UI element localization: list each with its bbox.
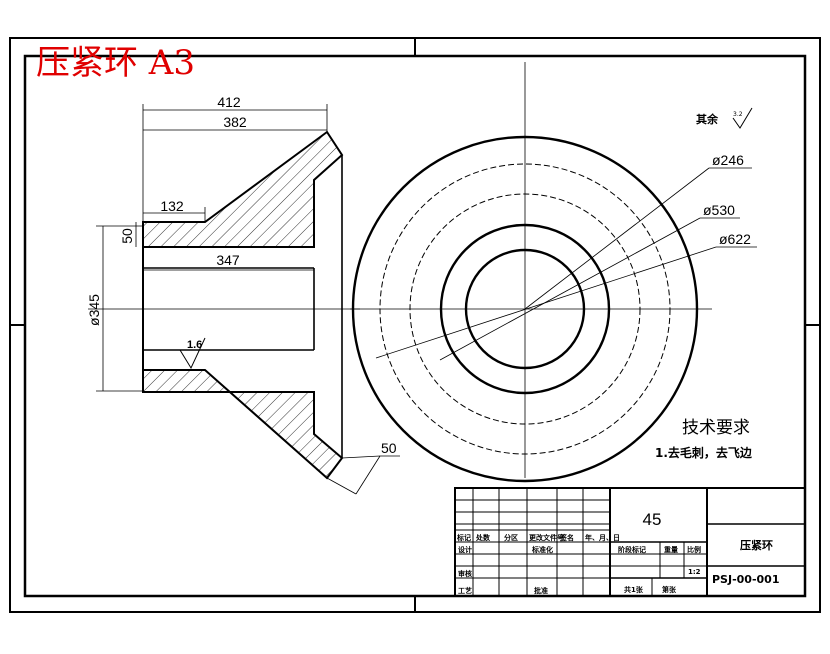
dim-dia-inner: ø246: [712, 152, 744, 168]
roughness-symbol: [179, 337, 206, 370]
tb-row-process: 工艺: [458, 586, 472, 595]
dim-flange-length: 382: [223, 114, 247, 130]
pitch-circle-outer: [379, 163, 671, 455]
sheet-title: 压紧环 A3: [36, 43, 195, 83]
tb-row-review: 审核: [458, 569, 472, 578]
tb-material: 45: [643, 510, 662, 529]
dim-dia-pitch: ø530: [703, 202, 735, 218]
upper-section-hatch: [142, 130, 344, 248]
surface-note-value: 3.2: [733, 111, 743, 118]
tb-row-approve: 批准: [534, 586, 548, 595]
end-view: ø246 ø530 ø622: [350, 62, 757, 483]
tb-row-standard: 标准化: [531, 545, 553, 554]
tb-row-design: 设计: [458, 545, 472, 554]
section-view: 412 382 132 50 347 ø345 1.6 50: [86, 94, 400, 495]
roughness-value: 1.6: [187, 339, 202, 351]
dim-wall: 50: [119, 228, 135, 244]
pitch-circle-inner: [409, 193, 641, 425]
tb-hdr-date: 年、月、日: [585, 533, 620, 542]
tb-hdr-mark: 标记: [456, 533, 471, 542]
title-block: [454, 487, 806, 597]
tb-sheet-total: 共1张: [624, 585, 644, 594]
dim-overall-length: 412: [217, 94, 241, 110]
tb-sheet-no: 第张: [662, 585, 677, 594]
dim-dia-outer: ø622: [719, 231, 751, 247]
tb-hdr-ratio: 比例: [687, 545, 701, 554]
tech-req-heading: 技术要求: [682, 418, 750, 438]
surface-note-symbol: [732, 107, 753, 129]
tb-hdr-change-doc: 更改文件号: [529, 533, 564, 542]
tech-req-item-1: 1.去毛刺，去飞边: [655, 445, 753, 460]
bore-circle: [464, 248, 586, 370]
inner-frame: [23, 54, 807, 598]
outer-circle: [351, 135, 699, 483]
tb-hdr-count: 处数: [475, 533, 491, 542]
tb-hdr-sign: 签名: [559, 533, 574, 542]
dim-bore-dia: ø345: [86, 294, 102, 326]
tb-scale: 1:2: [688, 568, 701, 576]
hub-circle: [439, 223, 611, 395]
tb-part-name: 压紧环: [740, 538, 773, 552]
surface-note-label: 其余: [696, 112, 719, 126]
lower-section-hatch: [142, 369, 344, 480]
dim-shoulder: 132: [160, 198, 184, 214]
dim-bore-length: 347: [216, 252, 240, 268]
tb-hdr-weight: 重量: [664, 545, 678, 554]
dim-chamfer: 50: [381, 440, 397, 456]
tb-hdr-stage: 阶段标记: [618, 545, 646, 554]
tb-drawing-no: PSJ-00-001: [712, 573, 779, 586]
tb-hdr-zone: 分区: [504, 533, 518, 542]
